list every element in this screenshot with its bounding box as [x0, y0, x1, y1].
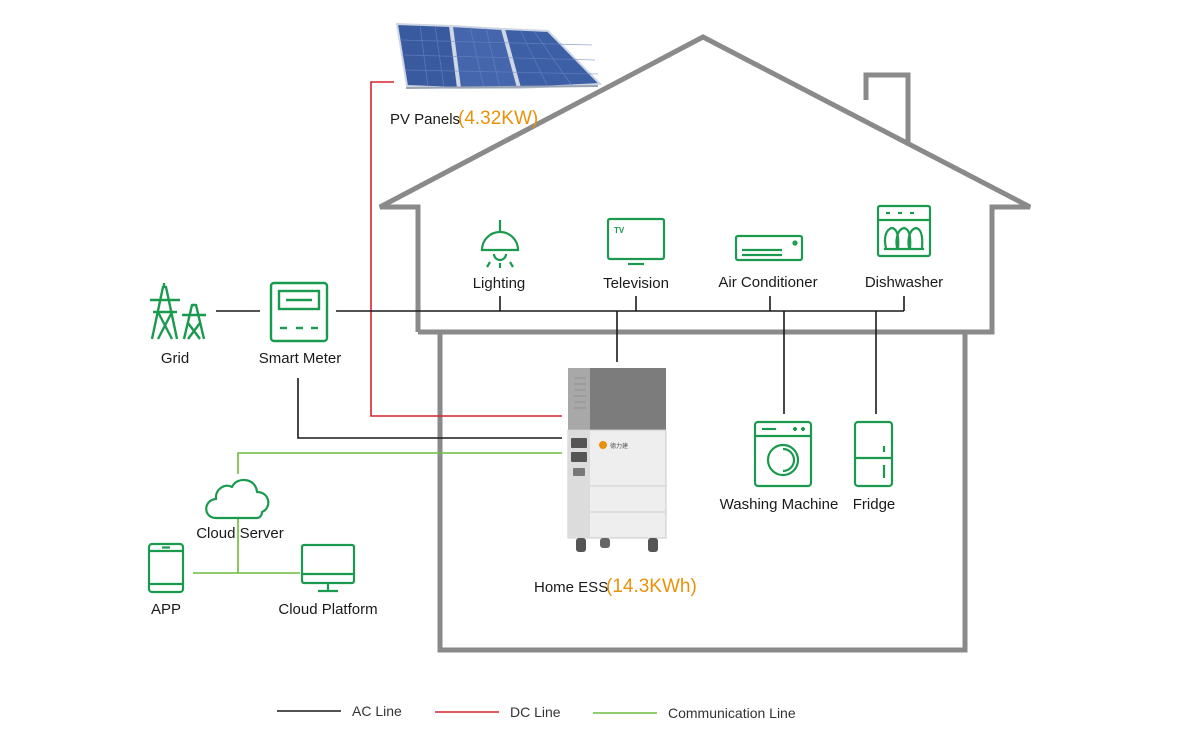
home-ess-unit — [567, 368, 667, 552]
ess-port-3 — [573, 468, 585, 476]
cloud-server-label: Cloud Server — [196, 525, 284, 542]
lighting-icon — [480, 220, 520, 268]
house-roof-floor — [378, 34, 1032, 335]
cloud-icon — [205, 478, 270, 520]
home-ess-capacity: (14.3KWh) — [606, 576, 697, 597]
legend: AC Line DC Line Communication Line — [277, 703, 796, 721]
television-label: Television — [603, 275, 669, 292]
chimney — [863, 72, 911, 144]
washing-machine-label: Washing Machine — [720, 496, 839, 513]
ess-wheel-left — [576, 538, 586, 552]
comm-lines — [193, 452, 562, 574]
ess-logo-mark — [599, 441, 607, 449]
pv-panels-image — [395, 22, 603, 90]
air-conditioner-label: Air Conditioner — [718, 274, 817, 291]
smart-meter-icon — [269, 281, 329, 343]
ess-vent-slots — [574, 377, 586, 409]
ess-port-2 — [571, 452, 587, 462]
ac-lines — [216, 296, 905, 439]
pv-panels-capacity: (4.32KW) — [458, 108, 538, 129]
legend-dc-label: DC Line — [510, 704, 561, 720]
smartphone-icon — [147, 542, 185, 594]
app-label: APP — [151, 601, 181, 618]
monitor-icon — [300, 543, 356, 593]
ess-wheel-right — [648, 538, 658, 552]
dc-line-pv-to-ess — [370, 81, 562, 417]
ess-top-side — [568, 368, 590, 430]
home-ess-label: Home ESS — [534, 579, 608, 596]
air-conditioner-icon — [734, 234, 804, 262]
comm-line-ess-to-cloud — [237, 452, 562, 474]
washing-machine-icon — [753, 420, 813, 488]
grid-tower-icon — [150, 283, 206, 340]
house-outline — [378, 34, 1032, 653]
ess-brand-text: 德力建 — [610, 442, 628, 450]
fridge-label: Fridge — [853, 496, 896, 513]
television-icon — [606, 217, 666, 266]
lighting-label: Lighting — [473, 275, 526, 292]
grid-label: Grid — [161, 350, 189, 367]
legend-comm-label: Communication Line — [668, 705, 796, 721]
dishwasher-label: Dishwasher — [865, 274, 943, 291]
smart-meter-label: Smart Meter — [259, 350, 342, 367]
ac-line-meter-to-ess — [297, 378, 562, 439]
ess-wheel-mid — [600, 538, 610, 548]
dishwasher-icon — [876, 204, 932, 258]
ess-port-1 — [571, 438, 587, 448]
tv-badge-text: TV — [614, 226, 625, 235]
cloud-platform-label: Cloud Platform — [278, 601, 377, 618]
pv-panels-label: PV Panels — [390, 111, 460, 128]
legend-ac-label: AC Line — [352, 703, 402, 719]
house-lower-walls — [437, 334, 968, 653]
fridge-icon — [853, 420, 894, 488]
